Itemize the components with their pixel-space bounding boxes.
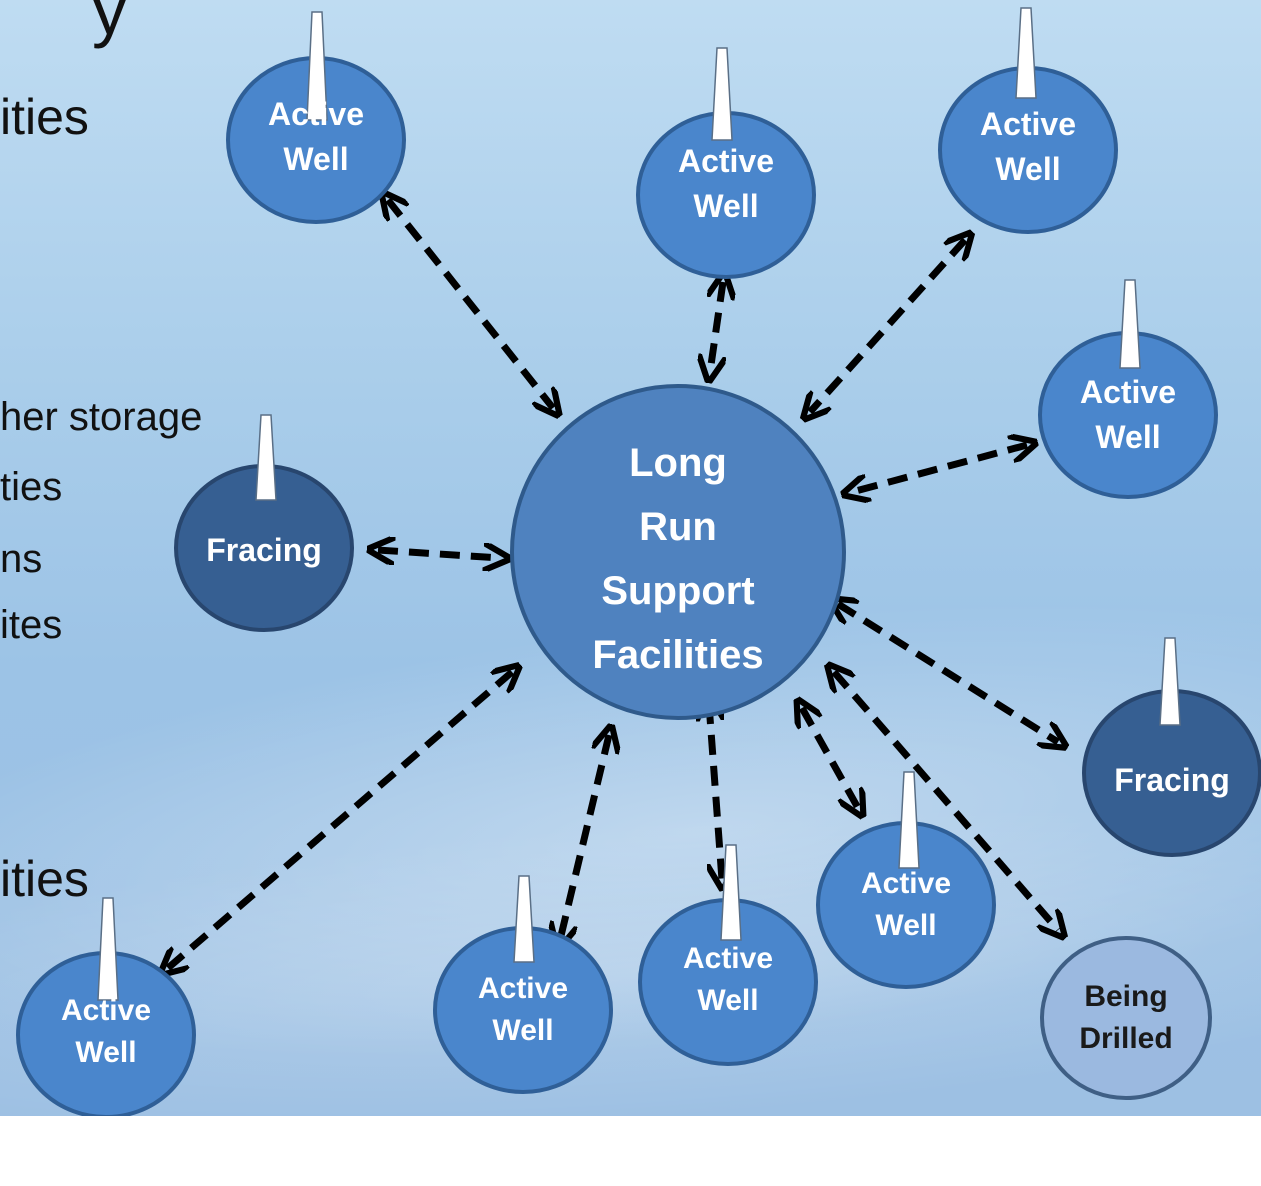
- derrick-icon: [898, 771, 920, 869]
- slide-text-line: her storage: [0, 395, 203, 439]
- node-label-line: Drilled: [1079, 1022, 1172, 1055]
- slide-text-line: ities: [0, 851, 89, 907]
- derrick-icon: [1015, 7, 1037, 99]
- node-label-line: Active: [1080, 374, 1176, 410]
- slide-text-line: ties: [0, 465, 63, 509]
- node-label-line: Well: [995, 151, 1060, 187]
- node-label-line: Fracing: [1114, 762, 1230, 798]
- hub-label-line: Facilities: [592, 633, 763, 677]
- derrick-icon: [97, 897, 119, 1001]
- fracing-node: Fracing: [1082, 637, 1261, 857]
- derrick-icon: [306, 11, 328, 121]
- slide-text-line: ns: [0, 537, 43, 581]
- node-label-line: Well: [75, 1036, 136, 1069]
- slide-text-line: ites: [0, 603, 63, 647]
- dashed-double-arrow: [709, 704, 722, 880]
- fracing-node: Fracing: [174, 414, 354, 632]
- dashed-double-arrow: [710, 282, 723, 372]
- node-label-line: Well: [283, 141, 348, 177]
- node-label-line: Active: [683, 942, 773, 975]
- hub-label-line: Long: [629, 441, 727, 485]
- node-label-line: Well: [697, 984, 758, 1017]
- node-label-line: Well: [693, 188, 758, 224]
- slide-text-line: y: [92, 0, 127, 49]
- hub-label-line: Support: [601, 569, 754, 613]
- slide-text-line: ities: [0, 89, 89, 145]
- dashed-double-arrow: [810, 240, 965, 412]
- hub-circle: [510, 384, 846, 720]
- node-label-line: Active: [861, 867, 951, 900]
- node-label-line: Fracing: [206, 532, 322, 568]
- derrick-icon: [1159, 637, 1181, 726]
- derrick-icon: [513, 875, 535, 963]
- dashed-double-arrow: [168, 672, 512, 968]
- node-label-line: Well: [1095, 419, 1160, 455]
- node-label-line: Well: [492, 1014, 553, 1047]
- hub-label-line: Run: [639, 505, 717, 549]
- connection-arrows: [168, 200, 1058, 968]
- node-label-line: Being: [1084, 980, 1167, 1013]
- node-label-line: Well: [875, 909, 936, 942]
- node-label-line: Active: [678, 143, 774, 179]
- dashed-double-arrow: [802, 708, 858, 808]
- dashed-double-arrow: [560, 735, 609, 940]
- node-label-line: Active: [268, 96, 364, 132]
- derrick-icon: [711, 47, 733, 141]
- derrick-icon: [1119, 279, 1141, 369]
- dashed-double-arrow: [852, 445, 1027, 492]
- derrick-icon: [255, 414, 277, 501]
- dashed-double-arrow: [378, 550, 500, 558]
- node-label-line: Active: [478, 972, 568, 1005]
- dashed-double-arrow: [834, 672, 1058, 930]
- dashed-double-arrow: [388, 200, 553, 408]
- node-ellipse: [1040, 936, 1212, 1100]
- derrick-icon: [720, 844, 742, 941]
- node-label-line: Active: [980, 106, 1076, 142]
- node-label-line: Active: [61, 994, 151, 1027]
- dashed-double-arrow: [838, 604, 1058, 742]
